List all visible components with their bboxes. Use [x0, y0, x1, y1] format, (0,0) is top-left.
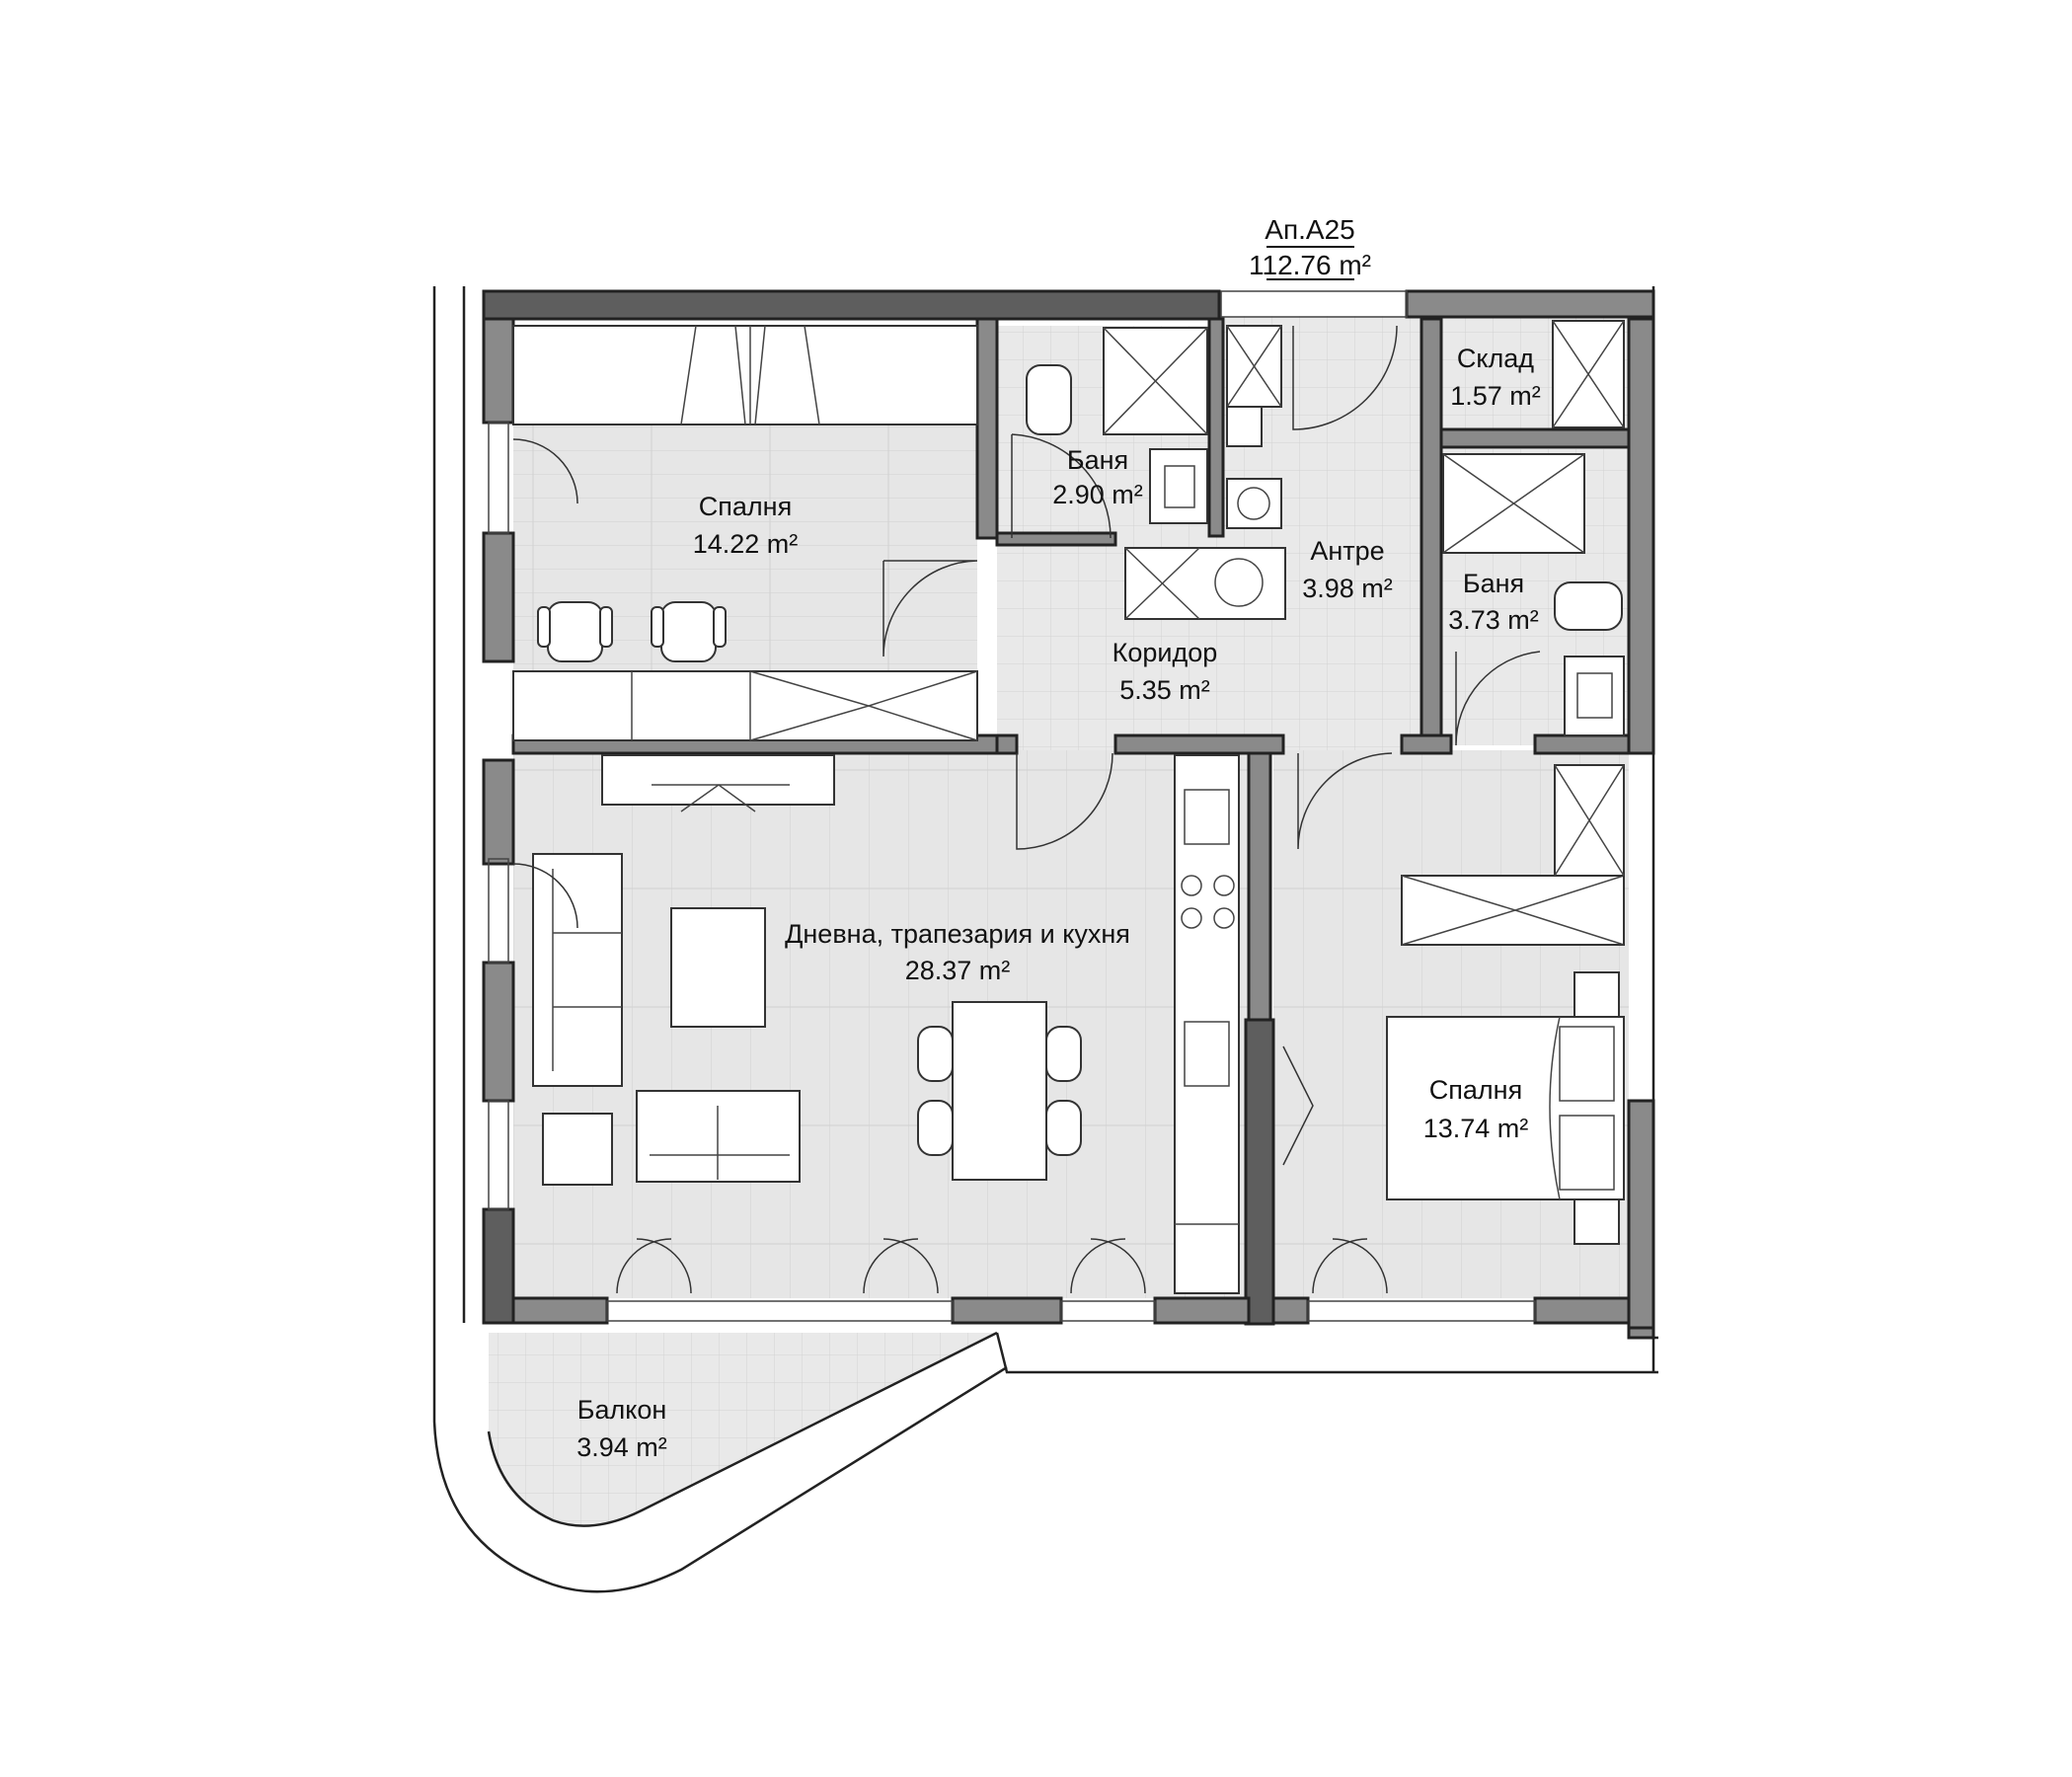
apartment-label: Ап.А25 112.76 m² — [1249, 214, 1371, 280]
bedroom1-area: 14.22 m² — [693, 529, 799, 559]
windows — [488, 290, 1536, 1322]
dining-table — [917, 1001, 1082, 1181]
left-wall-bottom — [482, 1207, 515, 1325]
bath1-area: 2.90 m² — [1052, 480, 1143, 509]
furniture — [512, 320, 1625, 1294]
right-wall-bottom — [1627, 1099, 1655, 1330]
corridor-living-wall — [995, 734, 1019, 755]
coffee-table — [670, 907, 766, 1028]
bottom-wall-1 — [511, 1296, 609, 1325]
apartment-name: Ап.А25 — [1265, 214, 1354, 245]
toilet-icon — [1554, 581, 1623, 631]
top-wall — [482, 289, 1221, 321]
left-wall-mid1 — [482, 531, 515, 663]
armchair — [542, 1113, 613, 1186]
living-area: 28.37 m² — [905, 956, 1011, 985]
living-name: Дневна, трапезария и кухня — [785, 919, 1130, 949]
storage-name: Склад — [1457, 344, 1534, 373]
bath1-right-wall — [1207, 317, 1225, 538]
bottom-wall-5 — [1533, 1296, 1631, 1325]
bedroom2-closet-door — [1282, 1045, 1314, 1166]
building-edges — [432, 286, 1658, 1593]
bath1-door — [1011, 433, 1112, 539]
toilet-icon — [1026, 364, 1072, 435]
kitchen-bedroom2-wall — [1247, 751, 1272, 1022]
balcony-area: 3.94 m² — [576, 1432, 667, 1462]
sink-icon — [1564, 656, 1625, 736]
corridor-bottom-wall — [1113, 734, 1285, 755]
corridor-name: Коридор — [1113, 638, 1218, 667]
room-labels: Спалня 14.22 m² Баня 2.90 m² Антре 3.98 … — [576, 344, 1541, 1462]
entrance-name: Антре — [1310, 536, 1384, 566]
storage-area: 1.57 m² — [1450, 381, 1541, 411]
hob-icon — [1181, 875, 1202, 896]
walls — [482, 289, 1655, 1340]
kitchen-sink-icon — [1184, 1021, 1230, 1087]
entrance-fixtures — [1124, 325, 1286, 620]
bedroom2-balcony-door — [1312, 1238, 1388, 1294]
bedroom2-wardrobe — [1401, 764, 1625, 946]
bedroom1-window-swing — [512, 438, 578, 504]
top-wall-right — [1405, 289, 1655, 319]
living-floor — [513, 750, 1249, 1298]
kitchen-bedroom2-wall-low — [1244, 1018, 1275, 1326]
bath2-name: Баня — [1463, 569, 1524, 598]
bedroom2-area: 13.74 m² — [1423, 1114, 1529, 1143]
balcony-door-1 — [616, 1238, 692, 1294]
entry-door — [1292, 325, 1398, 430]
bedroom1-door — [883, 560, 978, 657]
entrance-right-wall — [1420, 317, 1443, 740]
bath2-bottom-wall — [1400, 734, 1453, 755]
left-wall-mid2 — [482, 758, 515, 866]
bath1-fixtures — [1026, 327, 1208, 524]
sofa — [532, 853, 623, 1087]
balcony-door-2 — [863, 1238, 939, 1294]
doors — [512, 325, 1541, 1294]
fridge-icon — [1184, 789, 1230, 845]
loveseat — [636, 1090, 801, 1183]
storage-bottom-wall — [1439, 427, 1631, 449]
apartment-area: 112.76 m² — [1249, 250, 1371, 280]
bottom-wall-4 — [1271, 1296, 1310, 1325]
balcony-floor — [489, 1333, 997, 1526]
left-wall-mid3 — [482, 961, 515, 1103]
living-door — [1016, 752, 1113, 850]
bath1-bottom-wall — [995, 531, 1117, 547]
washer-icon — [1214, 558, 1264, 607]
bed — [1386, 971, 1625, 1245]
bedroom2-name: Спалня — [1429, 1075, 1522, 1105]
corridor-area: 5.35 m² — [1119, 675, 1210, 705]
tv-unit — [601, 754, 835, 812]
boiler-icon — [1226, 478, 1282, 529]
desk-chair-icon — [537, 601, 727, 662]
bath2-door — [1455, 651, 1541, 746]
bedroom2-door — [1297, 752, 1393, 850]
entrance-area: 3.98 m² — [1302, 574, 1393, 603]
balcony-name: Балкон — [577, 1395, 667, 1425]
nightstand-icon — [1573, 971, 1620, 1018]
bath2-area: 3.73 m² — [1448, 605, 1539, 635]
left-wall-top — [482, 317, 515, 425]
bath1-name: Баня — [1067, 445, 1128, 475]
bedroom1-bath-wall — [975, 317, 999, 540]
bottom-wall-3 — [1153, 1296, 1251, 1325]
storage-shelf — [1552, 320, 1625, 428]
right-wall-top — [1627, 317, 1655, 755]
kitchen-counter — [1174, 754, 1240, 1294]
living-window-swing — [512, 863, 578, 929]
sink-icon — [1149, 448, 1208, 524]
balcony-door-3 — [1070, 1238, 1146, 1294]
bottom-wall-6 — [1627, 1326, 1655, 1340]
bedroom1-desk — [512, 670, 978, 741]
bath2-fixtures — [1442, 453, 1625, 736]
bottom-wall-2 — [951, 1296, 1063, 1325]
bedroom1-wardrobe — [512, 325, 978, 425]
bedroom1-name: Спалня — [699, 492, 792, 521]
